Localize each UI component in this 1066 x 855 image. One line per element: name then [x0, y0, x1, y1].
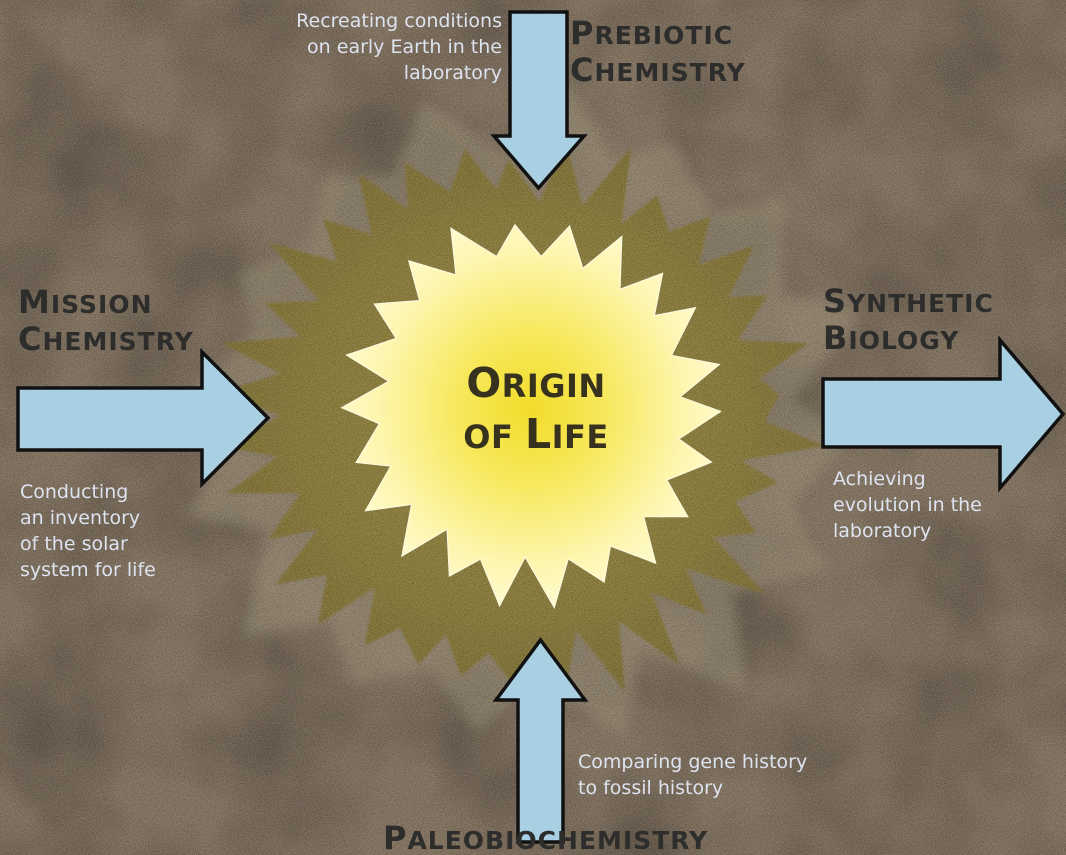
synthetic-title-line-1: SYNTHETIC	[823, 284, 994, 321]
mission-description-line: Conducting	[20, 479, 156, 505]
mission-chemistry-label: MISSION CHEMISTRY	[18, 285, 194, 359]
prebiotic-description-line: laboratory	[296, 60, 502, 86]
paleo-description: Comparing gene history to fossil history	[578, 749, 807, 801]
title-word-of: OF	[463, 418, 513, 456]
origin-of-life-title: ORIGIN OF LIFE	[386, 359, 686, 461]
paleo-description-line: Comparing gene history	[578, 749, 807, 775]
mission-description-line: system for life	[20, 557, 156, 583]
synthetic-description-line: laboratory	[833, 518, 982, 544]
title-word-origin: ORIGIN	[386, 359, 686, 410]
paleo-description-line: to fossil history	[578, 775, 807, 801]
synthetic-title-line-2: BIOLOGY	[823, 321, 994, 358]
synthetic-biology-label: SYNTHETIC BIOLOGY	[823, 284, 994, 358]
prebiotic-title-line-1: PREBIOTIC	[570, 16, 746, 53]
synthetic-description-line: Achieving	[833, 466, 982, 492]
title-line-2: OF LIFE	[386, 410, 686, 461]
synthetic-description-line: evolution in the	[833, 492, 982, 518]
prebiotic-title-line-2: CHEMISTRY	[570, 53, 746, 90]
mission-title-line-1: MISSION	[18, 285, 194, 322]
mission-description: Conducting an inventory of the solar sys…	[20, 479, 156, 583]
paleobiochemistry-label: PALEOBIOCHEMISTRY	[383, 824, 708, 854]
prebiotic-chemistry-label: PREBIOTIC CHEMISTRY	[570, 16, 746, 90]
prebiotic-description-line: on early Earth in the	[296, 34, 502, 60]
mission-description-line: an inventory	[20, 505, 156, 531]
synthetic-description: Achieving evolution in the laboratory	[833, 466, 982, 544]
prebiotic-description-line: Recreating conditions	[296, 8, 502, 34]
paleo-title-line-1: PALEOBIOCHEMISTRY	[383, 824, 708, 855]
prebiotic-description: Recreating conditions on early Earth in …	[296, 8, 502, 86]
mission-title-line-2: CHEMISTRY	[18, 322, 194, 359]
title-word-life: LIFE	[525, 410, 609, 461]
mission-description-line: of the solar	[20, 531, 156, 557]
